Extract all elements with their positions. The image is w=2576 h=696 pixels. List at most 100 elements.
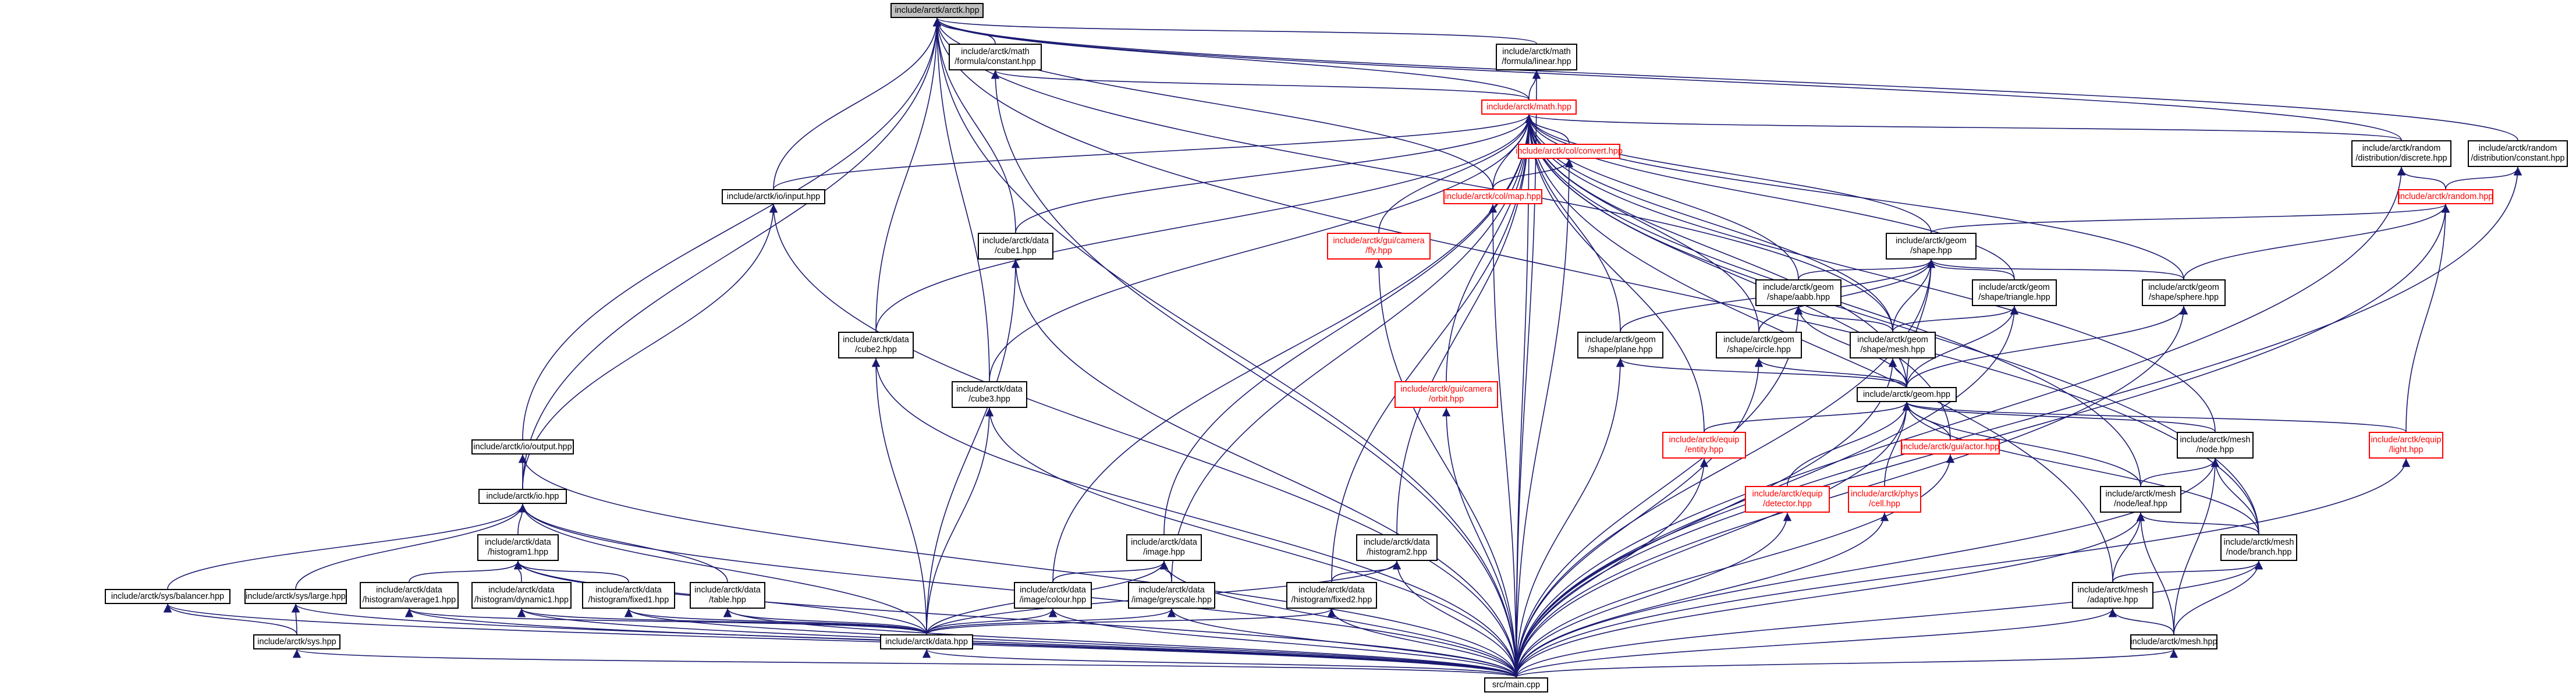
node-camera-fly[interactable]: include/arctk/gui/camera/fly.hpp [1327,233,1431,260]
edge-geom_hpp-to-equip_light [1903,402,2407,432]
edge-sys_balancer-to-main_cpp [164,603,1517,678]
edge-math_hpp-to-col_map [1492,114,1534,190]
node-data-image[interactable]: include/arctk/data/image.hpp [1126,534,1202,561]
node-mesh-adaptive[interactable]: include/arctk/mesh/adaptive.hpp [2072,582,2153,609]
node-shape-sphere[interactable]: include/arctk/geom/shape/sphere.hpp [2142,279,2226,306]
node-label-line: /image/greyscale.hpp [1131,595,1212,605]
node-dist-discrete[interactable]: include/arctk/random/distribution/discre… [2351,140,2451,167]
node-label-line: include/arctk/gui/camera [1400,385,1492,394]
node-label-line: include/arctk/data [595,585,662,595]
edge-arctk_hpp-to-data_cube2 [875,17,942,332]
node-label-line: include/arctk/sys/balancer.hpp [111,591,225,601]
node-equip-entity[interactable]: include/arctk/equip/entity.hpp [1662,432,1746,459]
node-dist-constant[interactable]: include/arctk/random/distribution/consta… [2468,140,2568,167]
edge-geom_shape-to-main_cpp [1516,259,1936,678]
node-label-line: include/arctk/mesh [2077,585,2148,595]
edge-shape_triangle-to-geom_hpp [1906,306,2019,388]
edge-geom_shape-to-shape_circle [1758,259,1936,332]
node-label-line: /formula/linear.hpp [1502,57,1571,66]
node-equip-detector[interactable]: include/arctk/equip/detector.hpp [1745,486,1830,513]
edge-shape_aabb-to-shape_mesh [1794,306,1893,332]
node-shape-triangle[interactable]: include/arctk/geom/shape/triangle.hpp [1972,279,2057,306]
edge-geom_hpp-to-equip_entity [1704,402,1911,432]
node-data-cube1[interactable]: include/arctk/data/cube1.hpp [978,233,1053,260]
edge-mesh_branch-to-mesh_adaptive [2112,560,2263,583]
node-camera-orbit[interactable]: include/arctk/gui/camera/orbit.hpp [1395,381,1498,408]
node-label-line: /node/leaf.hpp [2114,499,2167,509]
node-label-line: include/arctk/data [843,335,909,345]
node-shape-aabb[interactable]: include/arctk/geom/shape/aabb.hpp [1755,279,1841,306]
node-sys-balancer[interactable]: include/arctk/sys/balancer.hpp [105,589,230,604]
node-label-line: include/arctk/data [1131,538,1197,547]
node-label-line: include/arctk/geom [1585,335,1656,345]
edge-geom_shape-to-shape_triangle [1926,259,2015,280]
node-hist-dynamic1[interactable]: include/arctk/data/histogram/dynamic1.hp… [471,582,572,609]
node-image-greyscale[interactable]: include/arctk/data/image/greyscale.hpp [1128,582,1215,609]
node-hist-average1[interactable]: include/arctk/data/histogram/average1.hp… [360,582,459,609]
edge-data_hpp-to-main_cpp [922,649,1517,678]
node-data-hpp[interactable]: include/arctk/data.hpp [880,634,973,649]
edge-math_hpp-to-data_cube1 [1015,114,1534,233]
node-random-hpp[interactable]: include/arctk/random.hpp [2398,189,2493,204]
node-formula-constant[interactable]: include/arctk/math/formula/constant.hpp [949,44,1042,70]
edge-arctk_hpp-to-main_cpp [932,17,1517,678]
node-data-cube2[interactable]: include/arctk/data/cube2.hpp [838,332,914,358]
edge-data_image-to-image_colour [1052,560,1169,583]
node-geom-hpp[interactable]: include/arctk/geom.hpp [1857,387,1957,402]
node-mesh-leaf[interactable]: include/arctk/mesh/node/leaf.hpp [2100,486,2181,513]
edge-math_hpp-to-shape_sphere [1524,114,2184,280]
node-label-line: /histogram2.hpp [1367,548,1427,557]
node-label-line: /orbit.hpp [1428,395,1464,404]
node-mesh-branch[interactable]: include/arctk/mesh/node/branch.hpp [2220,534,2297,561]
node-mesh-hpp[interactable]: include/arctk/mesh.hpp [2130,634,2217,649]
node-shape-mesh[interactable]: include/arctk/geom/shape/mesh.hpp [1850,332,1936,358]
node-label-line: include/arctk/random [2478,144,2557,153]
node-gui-actor[interactable]: include/arctk/gui/actor.hpp [1901,439,2000,454]
node-mesh-node[interactable]: include/arctk/mesh/node.hpp [2177,432,2254,459]
edge-arctk_hpp-to-io_output [522,17,942,440]
edge-math_hpp-to-dist_discrete [1525,114,2402,141]
node-hist-fixed2[interactable]: include/arctk/data/histogram/fixed2.hpp [1286,582,1377,609]
edge-shape_plane-to-geom_hpp [1616,358,1907,388]
node-sys-hpp[interactable]: include/arctk/sys.hpp [253,634,340,649]
edge-camera_orbit-to-main_cpp [1442,407,1517,678]
node-image-colour[interactable]: include/arctk/data/image/colour.hpp [1014,582,1092,609]
edge-mesh_leaf-to-mesh_adaptive [2112,512,2145,583]
node-label-line: include/arctk/data [376,585,442,595]
node-shape-plane[interactable]: include/arctk/geom/shape/plane.hpp [1577,332,1663,358]
node-geom-shape[interactable]: include/arctk/geom/shape.hpp [1886,233,1977,260]
node-data-histogram2[interactable]: include/arctk/data/histogram2.hpp [1356,534,1438,561]
edge-math_hpp-to-data_histogram2 [1396,114,1534,535]
node-label-line: include/arctk/col/map.hpp [1445,191,1541,201]
node-data-histogram1[interactable]: include/arctk/data/histogram1.hpp [477,534,559,561]
node-label-line: /distribution/discrete.hpp [2355,154,2447,163]
node-equip-light[interactable]: include/arctk/equip/light.hpp [2369,432,2443,459]
node-io-output[interactable]: include/arctk/io/output.hpp [471,439,574,454]
node-label-line: include/arctk/data [485,538,551,547]
edge-geom_shape-to-shape_sphere [1927,259,2184,280]
node-phys-cell[interactable]: include/arctk/phys/cell.hpp [1848,486,1921,513]
node-io-input[interactable]: include/arctk/io/input.hpp [722,189,825,204]
node-label-line: include/arctk/geom [1723,335,1794,345]
edge-shape_plane-to-main_cpp [1516,358,1625,678]
node-col-map[interactable]: include/arctk/col/map.hpp [1443,189,1542,204]
node-label-line: /histogram/dynamic1.hpp [474,595,569,605]
edge-math_hpp-to-hist_fixed2 [1331,114,1534,583]
node-main-cpp[interactable]: src/main.cpp [1484,677,1548,693]
node-math-hpp[interactable]: include/arctk/math.hpp [1481,100,1577,115]
node-sys-large[interactable]: include/arctk/sys/large.hpp [244,589,347,604]
edge-arctk_hpp-to-dist_discrete [933,17,2402,141]
node-arctk-hpp[interactable]: include/arctk/arctk.hpp [890,3,984,18]
edge-mesh_hpp-to-main_cpp [1516,649,2178,678]
node-formula-linear[interactable]: include/arctk/math/formula/linear.hpp [1496,44,1577,70]
edge-math_hpp-to-data_cube2 [875,114,1534,332]
edge-math_hpp-to-main_cpp [1516,114,1534,678]
edge-geom_hpp-to-mesh_leaf [1902,402,2141,487]
node-col-convert[interactable]: include/arctk/col/convert.hpp [1516,144,1623,159]
node-data-table[interactable]: include/arctk/data/table.hpp [690,582,765,609]
node-label-line: include/arctk/gui/camera [1333,236,1425,246]
node-io-hpp[interactable]: include/arctk/io.hpp [478,489,567,504]
node-hist-fixed1[interactable]: include/arctk/data/histogram/fixed1.hpp [582,582,675,609]
node-shape-circle[interactable]: include/arctk/geom/shape/circle.hpp [1716,332,1802,358]
node-data-cube3[interactable]: include/arctk/data/cube3.hpp [952,381,1027,408]
